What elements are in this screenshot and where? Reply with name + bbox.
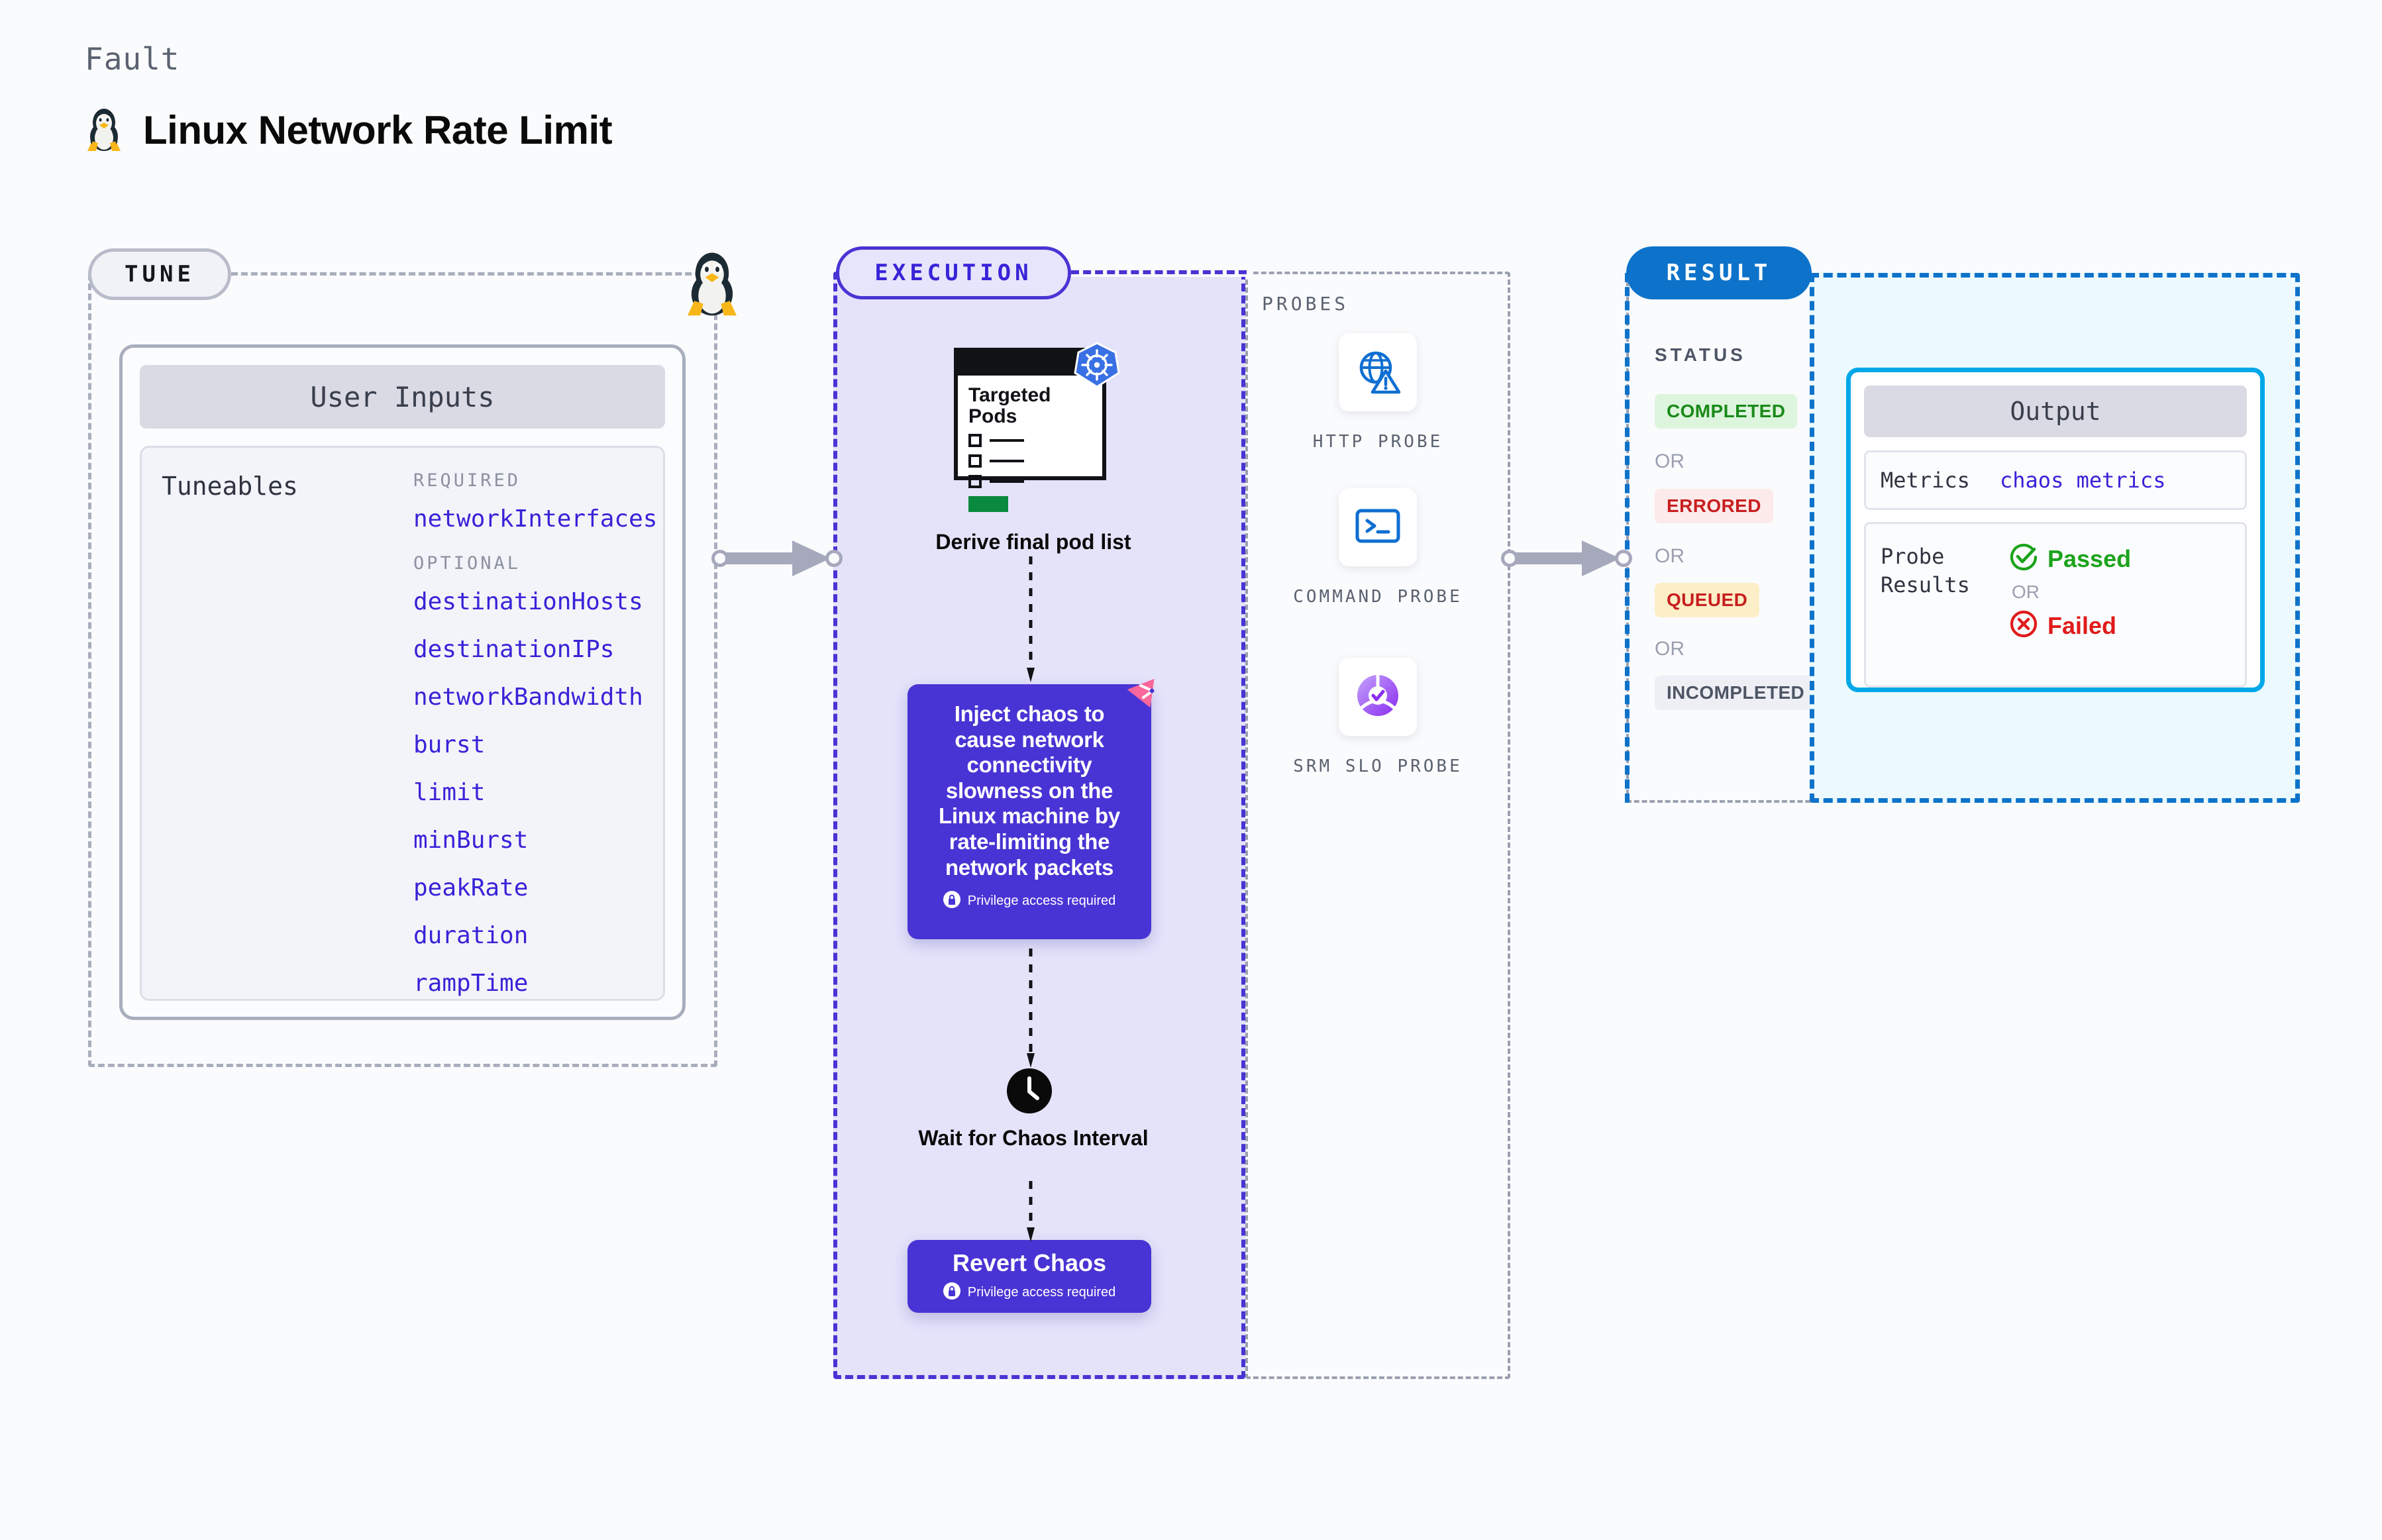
- result-section-pill[interactable]: RESULT: [1626, 246, 1812, 299]
- litmus-chaos-icon: [1121, 671, 1167, 717]
- status-badge-incompleted: INCOMPLETED: [1655, 676, 1817, 710]
- fault-eyebrow: Fault: [85, 41, 180, 77]
- tuneable-item[interactable]: networkBandwidth: [413, 684, 643, 711]
- privilege-note: Privilege access required: [923, 891, 1135, 911]
- pods-title-line2: Pods: [968, 405, 1017, 427]
- failed-label: Failed: [2047, 611, 2117, 639]
- probes-section-label: PROBES: [1262, 293, 1349, 315]
- http-probe-tile[interactable]: [1339, 333, 1417, 411]
- command-probe-tile[interactable]: [1339, 488, 1417, 566]
- status-label: STATUS: [1655, 344, 1746, 365]
- page-header: Fault Linux Network Rate Limit: [85, 41, 613, 156]
- derive-pod-list-label: Derive final pod list: [935, 530, 1131, 554]
- tune-border-top: [231, 272, 711, 276]
- checkbox-icon: [968, 434, 982, 447]
- passed-label: Passed: [2047, 544, 2132, 572]
- tuneables-box: Tuneables REQUIRED networkInterfaces OPT…: [140, 446, 665, 1001]
- checkbox-icon: [968, 454, 982, 468]
- or-label: OR: [1655, 450, 1684, 472]
- privilege-note: Privilege access required: [907, 1282, 1151, 1303]
- inject-chaos-box[interactable]: Inject chaos to cause network connectivi…: [907, 684, 1151, 939]
- lock-icon: [943, 891, 960, 911]
- clock-icon: [1007, 1068, 1052, 1113]
- pod-list-item: [968, 434, 1092, 447]
- http-globe-warning-icon: [1354, 347, 1402, 398]
- connector-chaos-to-wait: [1027, 949, 1035, 1071]
- tuneable-item[interactable]: limit: [413, 779, 486, 806]
- x-circle-icon: [2009, 609, 2038, 642]
- tune-to-execution-arrow: [711, 540, 844, 576]
- wait-for-chaos-label: Wait for Chaos Interval: [918, 1126, 1149, 1150]
- or-label: OR: [2012, 582, 2040, 602]
- tune-section-pill[interactable]: TUNE: [88, 248, 231, 300]
- or-label: OR: [1655, 638, 1684, 660]
- tuneable-item[interactable]: minBurst: [413, 827, 529, 854]
- user-inputs-title: User Inputs: [140, 365, 665, 429]
- result-left-border: [1625, 273, 1630, 803]
- command-terminal-icon: [1354, 506, 1402, 549]
- status-badge-errored: ERRORED: [1655, 489, 1773, 523]
- connector-wait-to-revert: [1027, 1181, 1035, 1245]
- metrics-row: Metrics chaos metrics: [1864, 450, 2247, 510]
- output-title: Output: [1864, 385, 2247, 437]
- tuneable-item[interactable]: rampTime: [413, 970, 529, 997]
- pod-placeholder-line: [990, 439, 1024, 442]
- pods-card-title: Targeted Pods: [968, 385, 1092, 427]
- required-group-heading: REQUIRED: [413, 470, 521, 491]
- pod-placeholder-line: [990, 460, 1024, 462]
- http-probe-caption: HTTP PROBE: [1312, 432, 1443, 452]
- status-badge-completed: COMPLETED: [1655, 394, 1798, 429]
- pod-list-item: [968, 475, 1092, 488]
- pod-placeholder-line: [990, 480, 1024, 483]
- execution-border-top: [1071, 270, 1247, 274]
- tux-penguin-icon: [684, 246, 741, 318]
- pods-title-line1: Targeted: [968, 384, 1051, 406]
- tuneable-item[interactable]: duration: [413, 922, 529, 949]
- inject-chaos-text: Inject chaos to cause network connectivi…: [939, 701, 1120, 880]
- srm-slo-gauge-icon: [1353, 671, 1402, 723]
- connector-derive-to-chaos: [1027, 556, 1035, 686]
- probes-panel: [1245, 272, 1510, 1379]
- tux-penguin-icon: [85, 105, 123, 156]
- tuneable-item[interactable]: destinationHosts: [413, 588, 643, 615]
- result-panel: [1626, 273, 1818, 803]
- execution-to-result-arrow: [1501, 540, 1633, 576]
- execution-section-pill[interactable]: EXECUTION: [836, 246, 1071, 299]
- metrics-key: Metrics: [1881, 468, 1970, 493]
- tuneable-item[interactable]: burst: [413, 731, 486, 758]
- tuneables-list: REQUIRED networkInterfaces OPTIONAL dest…: [413, 470, 658, 1017]
- privilege-note-text: Privilege access required: [967, 894, 1116, 909]
- tuneable-item[interactable]: destinationIPs: [413, 636, 615, 663]
- metrics-value[interactable]: chaos metrics: [2000, 468, 2166, 493]
- page-title: Linux Network Rate Limit: [143, 108, 613, 152]
- tuneables-label: Tuneables: [162, 472, 298, 501]
- tuneable-item[interactable]: networkInterfaces: [413, 505, 658, 533]
- status-badge-queued: QUEUED: [1655, 583, 1760, 617]
- privilege-note-text: Privilege access required: [967, 1285, 1116, 1300]
- probe-result-failed: Failed: [2009, 609, 2131, 642]
- probe-result-passed: Passed: [2009, 542, 2131, 575]
- title-row: Linux Network Rate Limit: [85, 105, 613, 156]
- pod-list-item: [968, 454, 1092, 468]
- command-probe-caption: COMMAND PROBE: [1293, 587, 1463, 607]
- revert-chaos-title: Revert Chaos: [952, 1249, 1107, 1276]
- optional-group-heading: OPTIONAL: [413, 553, 521, 574]
- or-label: OR: [1655, 545, 1684, 567]
- tuneable-item[interactable]: peakRate: [413, 874, 529, 901]
- checkbox-icon: [968, 475, 982, 488]
- check-circle-icon: [2009, 542, 2038, 575]
- pod-status-bar: [968, 496, 1008, 512]
- srm-slo-probe-caption: SRM SLO PROBE: [1293, 756, 1463, 776]
- srm-slo-probe-tile[interactable]: [1339, 658, 1417, 736]
- lock-icon: [943, 1282, 960, 1303]
- revert-chaos-box[interactable]: Revert Chaos Privilege access required: [907, 1240, 1151, 1313]
- user-inputs-card: User Inputs Tuneables REQUIRED networkIn…: [119, 344, 686, 1020]
- kubernetes-icon: [1073, 341, 1121, 389]
